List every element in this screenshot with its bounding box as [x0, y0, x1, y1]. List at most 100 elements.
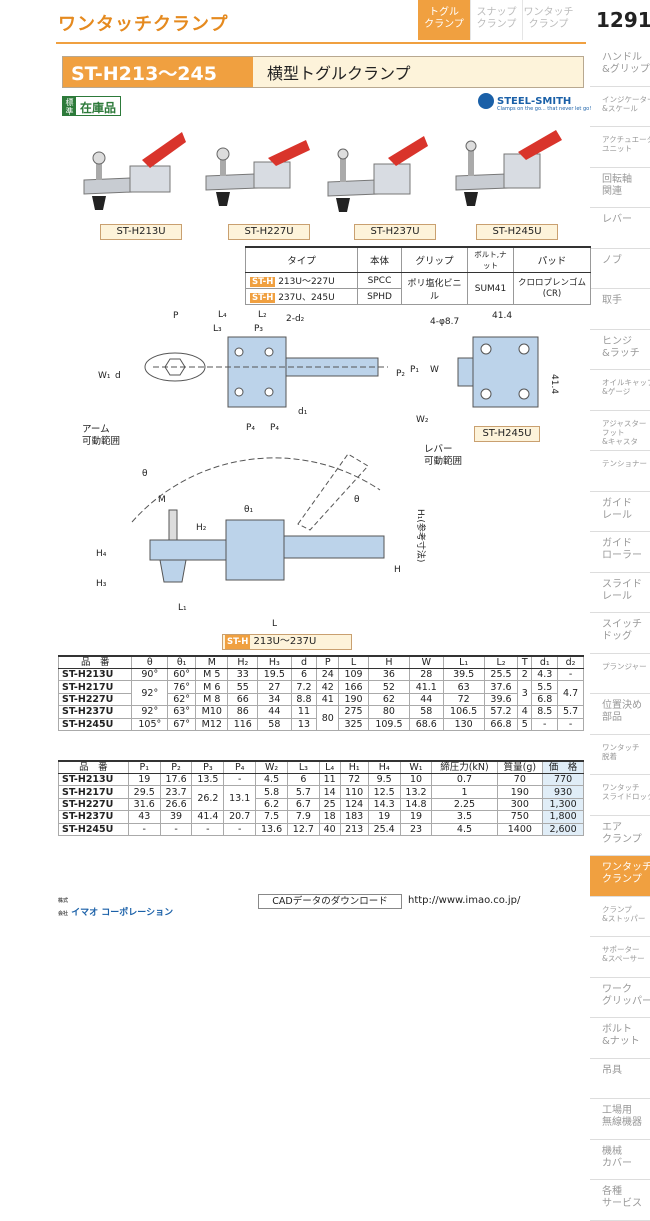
svg-text:H₄: H₄: [96, 549, 107, 559]
svg-text:H₂: H₂: [196, 523, 207, 533]
table-cell: 41: [316, 692, 340, 707]
table-cell: 110: [339, 785, 369, 799]
sidebar-item[interactable]: ワンタッチ 脱着: [590, 735, 650, 775]
table-cell: M 6: [195, 680, 229, 694]
spec-header-grip: グリップ: [401, 246, 468, 273]
table-cell: 13.5: [191, 772, 225, 787]
sidebar-item[interactable]: ワンタッチ スライドロック: [590, 775, 650, 816]
table-cell: 25.4: [367, 822, 401, 836]
table-cell: 4.5: [255, 772, 288, 787]
table-cell: 7.2: [290, 680, 318, 694]
tab-onetouch-clamp[interactable]: ワンタッチ クランプ: [522, 0, 574, 40]
sidebar-item[interactable]: プランジャー: [590, 654, 650, 694]
sidebar-item[interactable]: 吊具: [590, 1059, 650, 1099]
table-cell: 166: [338, 680, 369, 694]
sidebar-item[interactable]: ワンタッチ クランプ: [590, 856, 650, 897]
sidebar-item[interactable]: ボルト &ナット: [590, 1018, 650, 1059]
table-header-cell: 品 番: [58, 760, 129, 774]
table-cell: 1,300: [542, 797, 584, 812]
sidebar-item[interactable]: テンショナー: [590, 451, 650, 492]
sidebar-item[interactable]: 機械 カバー: [590, 1140, 650, 1180]
table-cell: 183: [339, 810, 369, 824]
sidebar-item[interactable]: 位置決め 部品: [590, 694, 650, 735]
table-cell: 80: [367, 705, 411, 719]
sidebar-item[interactable]: ガイド レール: [590, 492, 650, 532]
sidebar-item[interactable]: スライド レール: [590, 573, 650, 613]
sidebar-item[interactable]: 取手: [590, 289, 650, 330]
table-header-cell: H₂: [227, 655, 259, 669]
sidebar-item[interactable]: エア クランプ: [590, 816, 650, 856]
table-cell: 70: [496, 772, 544, 787]
sidebar-item[interactable]: アクチュエータ ユニット: [590, 127, 650, 168]
table-header-cell: W: [409, 655, 444, 669]
sidebar-item[interactable]: 回転軸 関連: [590, 168, 650, 208]
sidebar-item[interactable]: ノブ: [590, 249, 650, 289]
page-number: 1291: [596, 8, 650, 32]
sidebar-item[interactable]: オイルキャップ &ゲージ: [590, 370, 650, 411]
table-header-cell: 品 番: [57, 655, 133, 669]
table-cell: -: [191, 822, 225, 836]
hole-spec-label: 4-φ8.7: [430, 317, 459, 327]
material-spec-table: タイプ 本体 グリップ ボルト,ナット パッド ST-H 213U〜227U S…: [245, 246, 592, 305]
table-cell: 67°: [167, 717, 197, 731]
spec-pad-material: クロロプレンゴム (CR): [512, 272, 592, 305]
table-header-cell: H₄: [367, 760, 401, 774]
table-cell: 2: [517, 667, 533, 682]
brand-tagline: Clamps on the go... that never let go!: [497, 106, 592, 112]
sidebar-item[interactable]: ワーク グリッパー: [590, 978, 650, 1018]
svg-text:H₃: H₃: [96, 579, 107, 589]
arm-range-caption: アーム 可動範囲: [82, 424, 121, 447]
svg-text:W₁: W₁: [98, 371, 111, 381]
table-cell: 43: [127, 810, 161, 824]
brand-logo: STEEL-SMITH Clamps on the go... that nev…: [478, 93, 591, 112]
table-cell: M 5: [195, 667, 229, 682]
company-url-link[interactable]: http://www.imao.co.jp/: [408, 895, 521, 906]
stock-badge-value: 在庫品: [80, 101, 117, 115]
table-cell: 76°: [167, 680, 197, 694]
sidebar-item[interactable]: インジケーター &スケール: [590, 87, 650, 127]
sidebar-item[interactable]: ハンドル &グリップ: [590, 46, 650, 87]
table-cell: 12.7: [286, 822, 320, 836]
svg-text:M: M: [158, 495, 166, 505]
sidebar-item[interactable]: ヒンジ &ラッチ: [590, 330, 650, 370]
sidebar-item[interactable]: ガイド ローラー: [590, 532, 650, 573]
spec-header-body: 本体: [357, 246, 402, 273]
table-cell: M 8: [195, 692, 229, 707]
table-cell: 58: [257, 717, 292, 731]
table-cell: 25: [318, 797, 341, 812]
series-badge: ST-H: [225, 635, 251, 649]
table-cell: 12.5: [367, 785, 401, 799]
reference-dim-label: H₁(参考寸法): [415, 509, 427, 562]
part-number: ST-H217U: [57, 680, 133, 694]
product-photo-3: [327, 136, 428, 212]
table-cell: 24: [316, 667, 340, 682]
sidebar-item[interactable]: スイッチ ドッグ: [590, 613, 650, 654]
sidebar-item[interactable]: レバー: [590, 208, 650, 249]
table-header-cell: M: [195, 655, 229, 669]
table-cell: 106.5: [442, 705, 485, 719]
sidebar-item[interactable]: サポーター &スペーサー: [590, 937, 650, 978]
tab-toggle-clamp[interactable]: トグル クランプ: [418, 0, 470, 40]
table-cell: 39.5: [442, 667, 485, 682]
table-header-cell: W₁: [399, 760, 433, 774]
part-number: ST-H245U: [58, 822, 129, 836]
table-cell: 300: [496, 797, 544, 812]
table-cell: 116: [227, 717, 259, 731]
cad-download-button[interactable]: CADデータのダウンロード: [258, 894, 402, 909]
svg-text:L₄: L₄: [218, 310, 227, 320]
table-cell: -: [159, 822, 193, 836]
sidebar-item[interactable]: アジャスター フット &キャスタ: [590, 411, 650, 451]
table-cell: -: [223, 822, 257, 836]
table-cell: 130: [442, 717, 485, 731]
company-name-text: イマオ コーポレーション: [71, 908, 174, 918]
table-cell: 20.7: [223, 810, 257, 824]
tab-snap-clamp[interactable]: スナップ クランプ: [470, 0, 522, 40]
sidebar-item[interactable]: 工場用 無線機器: [590, 1099, 650, 1140]
sidebar-item[interactable]: 各種 サービス: [590, 1180, 650, 1221]
table-header-cell: P₄: [223, 760, 257, 774]
table-cell: 750: [496, 810, 544, 824]
top-view-245: [457, 336, 539, 408]
svg-text:d₁: d₁: [298, 407, 308, 417]
svg-text:H: H: [394, 565, 401, 575]
